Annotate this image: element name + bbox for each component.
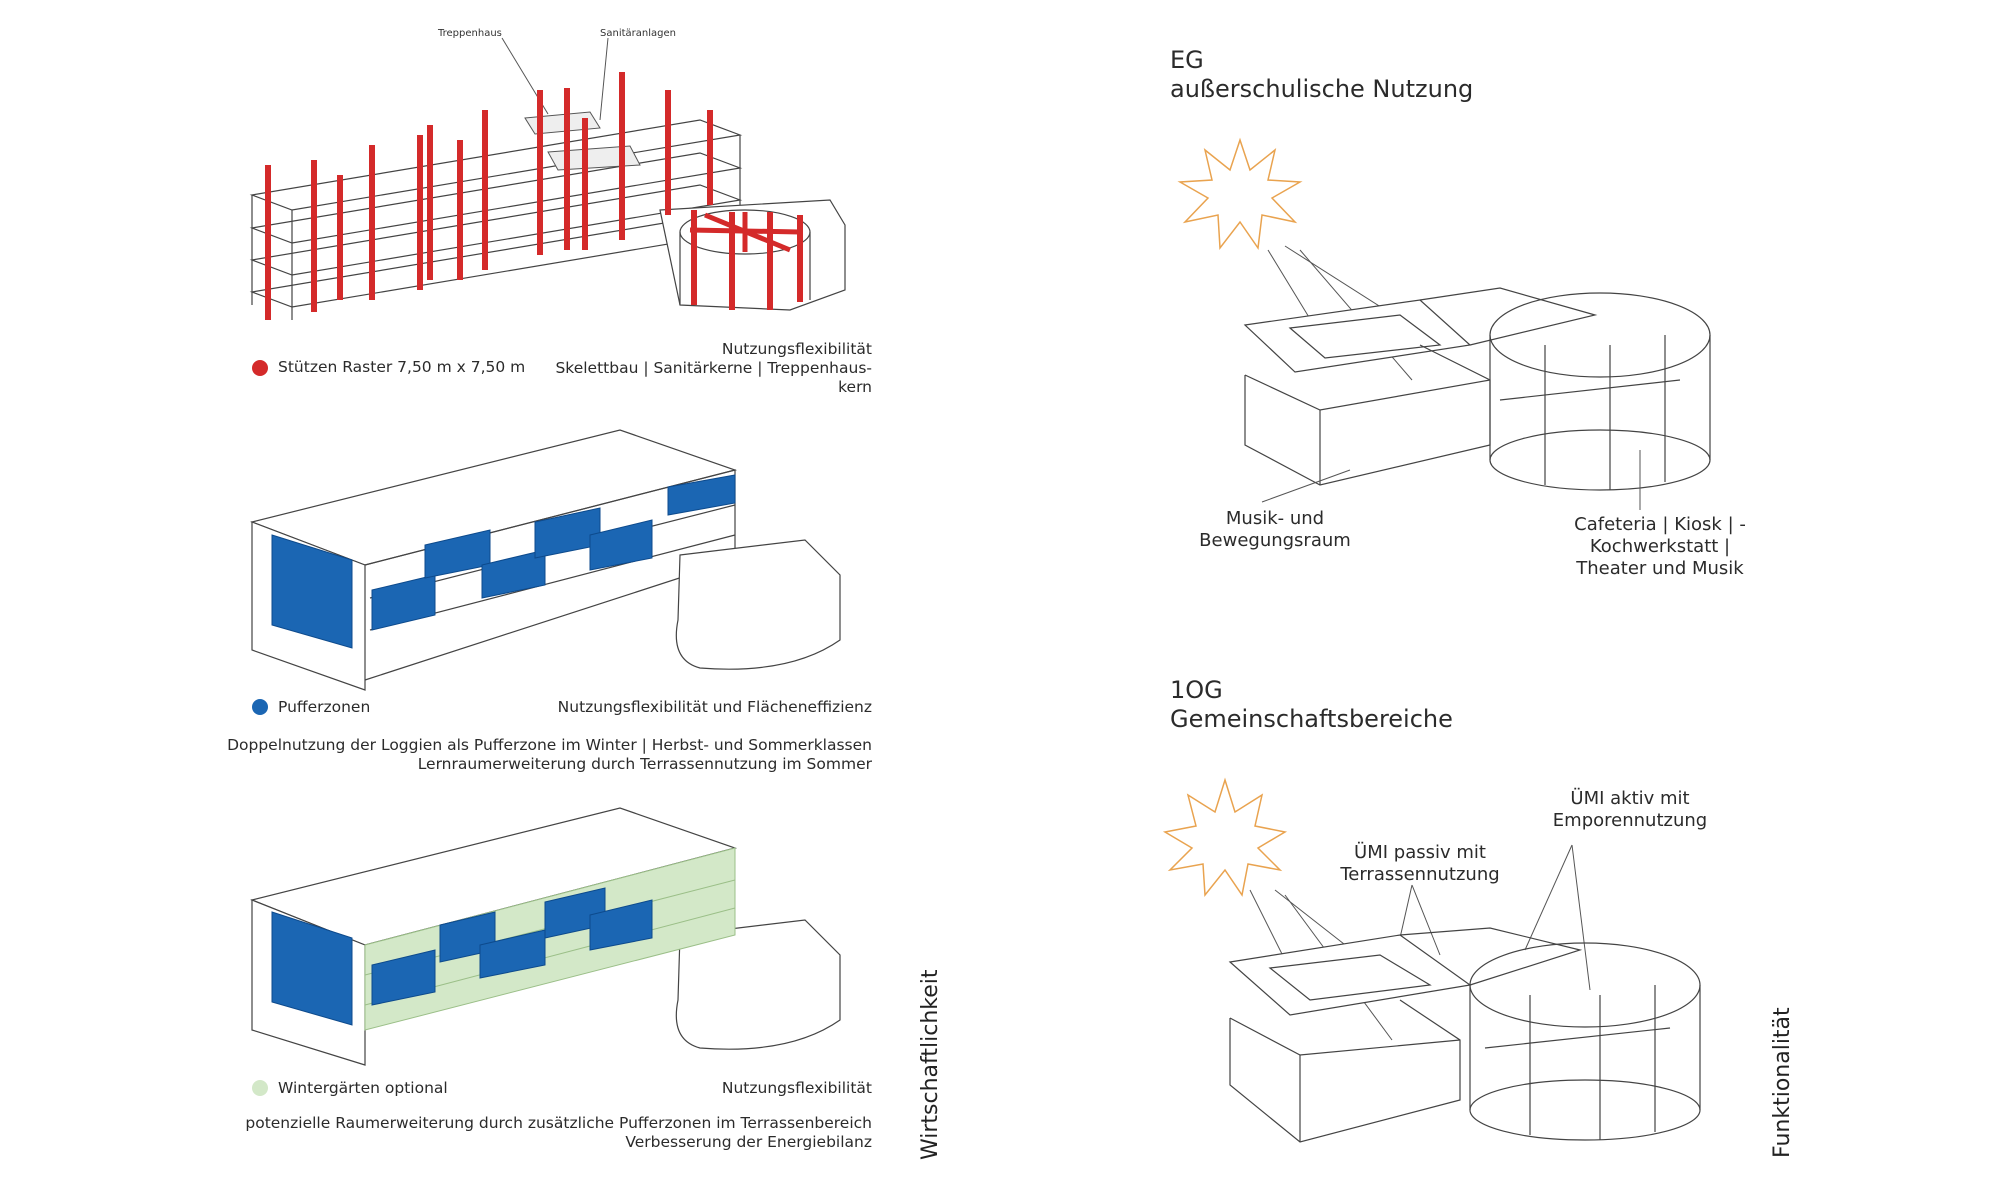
legend-columns: Stützen Raster 7,50 m x 7,50 m [278, 358, 526, 376]
sanitary-label: Sanitäranlagen [600, 28, 676, 39]
eg-label-cafeteria: Cafeteria | Kiosk | - Kochwerkstatt | Th… [1560, 514, 1760, 580]
eg-label-music-line: Musik- und [1225, 508, 1325, 529]
og-label-passive-line: Terrassennutzung [1340, 864, 1500, 885]
og-label-passive: ÜMI passiv mit Terrassennutzung [1330, 842, 1510, 886]
legend-wintergarden: Wintergärten optional [278, 1079, 448, 1097]
legend-buffer: Pufferzonen [278, 698, 371, 716]
sun-icon [1162, 777, 1288, 897]
og-label-active: ÜMI aktiv mit Emporennutzung [1540, 788, 1720, 832]
diagram2-desc-line: Doppelnutzung der Loggien als Pufferzone… [227, 736, 872, 754]
eg-label-cafeteria-line: Cafeteria | Kiosk | - [1574, 514, 1746, 535]
legend-dot-columns [252, 360, 268, 376]
eg-title: EG außerschulische Nutzung [1170, 46, 1473, 104]
side-label-functionality: Funktionalität [1770, 1007, 1795, 1158]
diagram1-desc-line: Skelettbau | Sanitärkerne | Treppenhaus- [555, 359, 872, 377]
eg-label-cafeteria-line: Kochwerkstatt | [1589, 536, 1731, 557]
legend-dot-wintergarden [252, 1080, 268, 1096]
og-label-active-line: ÜMI aktiv mit [1570, 788, 1690, 809]
eg-label-cafeteria-line: Theater und Musik [1576, 558, 1744, 579]
diagram2-description: Doppelnutzung der Loggien als Pufferzone… [200, 736, 872, 774]
eg-label-music: Musik- und Bewegungsraum [1180, 508, 1370, 552]
diagram3-desc-line: Verbesserung der Energiebilanz [625, 1133, 872, 1151]
legend-dot-buffer [252, 699, 268, 715]
og-title-line: 1OG [1170, 676, 1223, 704]
sun-icon [1177, 137, 1303, 251]
og-label-passive-line: ÜMI passiv mit [1354, 842, 1486, 863]
og-title-line: Gemeinschaftsbereiche [1170, 705, 1453, 733]
diagram2-heading: Nutzungsflexibilität und Flächeneffizien… [557, 698, 872, 716]
diagram1-description: Nutzungsflexibilität Skelettbau | Sanitä… [500, 340, 872, 397]
eg-title-line: außerschulische Nutzung [1170, 75, 1474, 103]
og-title: 1OG Gemeinschaftsbereiche [1170, 676, 1453, 734]
eg-label-music-line: Bewegungsraum [1199, 530, 1351, 551]
diagram3-desc-line: potenzielle Raumerweiterung durch zusätz… [245, 1114, 872, 1132]
diagram1-desc-line: kern [838, 378, 872, 396]
og-label-active-line: Emporennutzung [1552, 810, 1708, 831]
stair-label: Treppenhaus [438, 28, 502, 39]
diagram2-desc-line: Lernraumerweiterung durch Terrassennutzu… [417, 755, 872, 773]
eg-title-line: EG [1170, 46, 1204, 74]
diagram3-heading: Nutzungsflexibilität [721, 1079, 872, 1097]
diagram1-desc-line: Nutzungsflexibilität [721, 340, 872, 358]
diagram3-description: potenzielle Raumerweiterung durch zusätz… [200, 1114, 872, 1152]
